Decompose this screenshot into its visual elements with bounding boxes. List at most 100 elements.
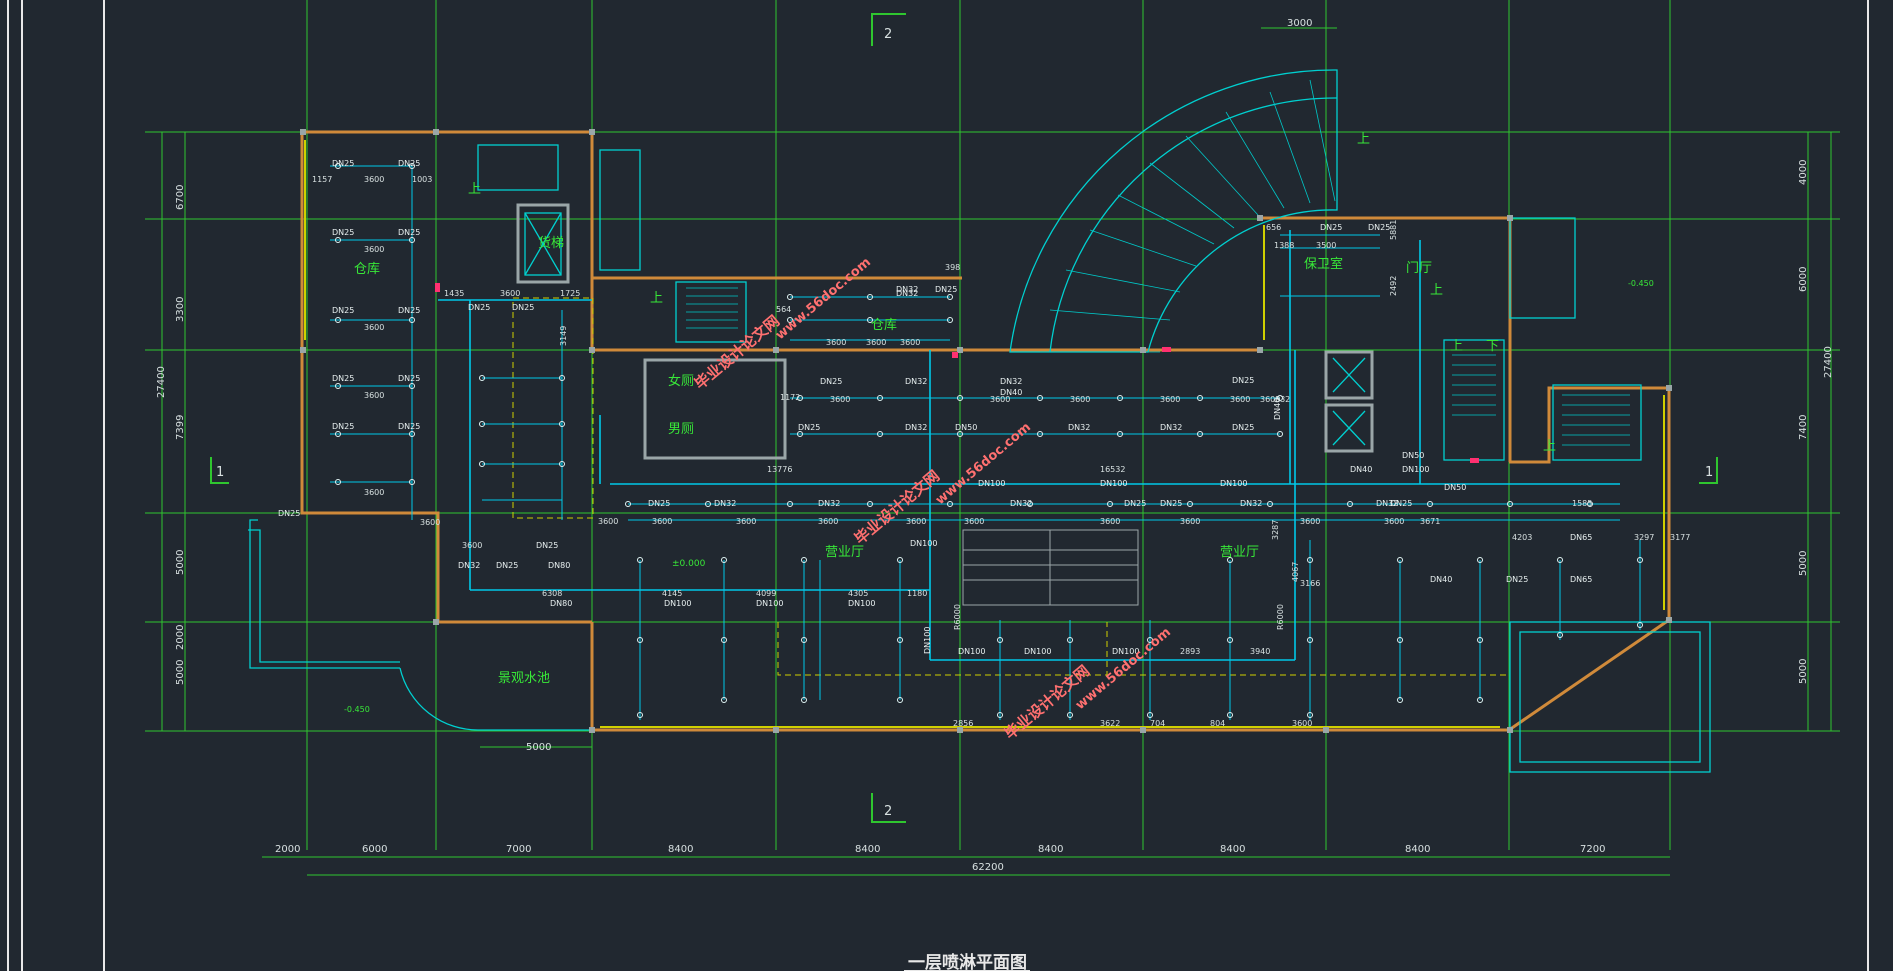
pipe-label-45: DN32 [905, 423, 927, 432]
pipe-label-61: DN25 [1160, 499, 1182, 508]
building-walls [300, 130, 1671, 732]
pipe-label-27: 3600 [826, 338, 846, 347]
pipe-label-59: DN32 [1010, 499, 1032, 508]
dim-bottom-8: 7200 [1580, 844, 1605, 855]
pipe-label-34: DN40 [1000, 388, 1022, 397]
pipe-label-60: DN25 [1124, 499, 1146, 508]
pipe-label-28: 3600 [866, 338, 886, 347]
pipe-label-120: DN25 [1506, 575, 1528, 584]
pipe-label-54: DN100 [1100, 479, 1127, 488]
dim-bottom-0: 2000 [275, 844, 300, 855]
window-lines [304, 140, 1665, 728]
dim-bottom-2: 7000 [506, 844, 531, 855]
cyan-structures [248, 69, 1711, 773]
pipe-label-57: DN32 [714, 499, 736, 508]
level-mark-2: -0.450 [344, 705, 370, 714]
pipe-label-76: 3671 [1420, 517, 1440, 526]
pipe-label-17: 1435 [444, 289, 464, 298]
pipe-label-71: 3600 [964, 517, 984, 526]
dim-bottom-6: 8400 [1220, 844, 1245, 855]
dim-bottom-1: 6000 [362, 844, 387, 855]
watermark-url-2: www.56doc.com [933, 420, 1034, 508]
room-sales-hall-1: 营业厅 [825, 545, 864, 560]
pipe-label-107: 3600 [1292, 719, 1312, 728]
pipe-label-69: 3600 [818, 517, 838, 526]
dim-pool: 5000 [526, 742, 551, 753]
pipe-label-116: DN100 [1402, 465, 1429, 474]
pipe-label-21: DN25 [512, 303, 534, 312]
pipe-label-110: DN25 [1368, 223, 1390, 232]
pipe-label-10: 3600 [364, 323, 384, 332]
pipe-label-75: 3600 [1384, 517, 1404, 526]
pipe-label-115: DN40 [1350, 465, 1372, 474]
watermarks: 毕业设计论文网 www.56doc.com 毕业设计论文网 www.56doc.… [691, 255, 1174, 743]
room-warehouse-1: 仓库 [354, 261, 380, 277]
pipe-label-14: DN25 [332, 422, 354, 431]
dim-right-total: 27400 [1823, 346, 1834, 378]
pipe-label-22: 3149 [559, 326, 568, 346]
drawing-title: 一层喷淋平面图 [908, 952, 1027, 971]
room-womens-wc: 女厕 [668, 373, 694, 389]
dim-right-3: 5000 [1798, 551, 1809, 576]
level-mark-3: -0.450 [1628, 279, 1654, 288]
pipe-label-51: 13776 [767, 465, 792, 474]
pipe-label-44: DN25 [798, 423, 820, 432]
pipe-label-114: 2492 [1389, 276, 1398, 296]
stair-treads [686, 79, 1630, 446]
pipe-label-67: 3600 [652, 517, 672, 526]
pipe-label-20: DN25 [468, 303, 490, 312]
pipe-label-7: 3600 [364, 245, 384, 254]
dim-left-total: 27400 [156, 366, 167, 398]
pipe-label-84: DN32 [458, 561, 480, 570]
pipe-label-15: DN25 [398, 422, 420, 431]
pipe-label-95: 1180 [907, 589, 927, 598]
pipe-label-33: DN32 [1000, 377, 1022, 386]
pipe-label-18: 3600 [500, 289, 520, 298]
pipe-label-8: DN25 [332, 306, 354, 315]
dim-left-1: 3300 [175, 297, 186, 322]
pipe-label-35: DN25 [1232, 376, 1254, 385]
pipe-label-26: 564 [776, 305, 791, 314]
stair-up-2: 上 [650, 291, 663, 306]
pipe-label-118: DN50 [1444, 483, 1466, 492]
stair-down: 下 [1486, 339, 1499, 354]
pipe-label-16: 3600 [364, 488, 384, 497]
pipe-label-121: DN65 [1570, 575, 1592, 584]
pipe-label-77: 4203 [1512, 533, 1532, 542]
sprinkler-heads [335, 163, 1643, 718]
stair-up-1: 上 [468, 182, 481, 197]
pipe-label-38: 3600 [990, 395, 1010, 404]
room-security: 保卫室 [1304, 256, 1343, 272]
pipe-label-23: DN32 [896, 289, 918, 298]
room-landscape-pool: 景观水池 [498, 671, 550, 686]
sprinkler-branches [330, 165, 1641, 720]
pipe-label-1: DN25 [398, 159, 420, 168]
pipe-label-55: DN100 [1220, 479, 1247, 488]
dim-right-2: 7400 [1798, 415, 1809, 440]
pipe-label-100: DN100 [1112, 647, 1139, 656]
pipe-label-66: 3600 [598, 517, 618, 526]
lift-walls [516, 203, 1374, 460]
pipe-label-4: 1003 [412, 175, 432, 184]
pipe-label-122: 4067 [1291, 562, 1300, 582]
stair-up-4: 上 [1450, 339, 1463, 354]
section-mark-2-bottom: 2 [884, 804, 892, 819]
pipe-label-123: 3166 [1300, 579, 1320, 588]
drawing-frame [7, 0, 1869, 971]
pipe-label-6: DN25 [398, 228, 420, 237]
dim-bottom-7: 8400 [1405, 844, 1430, 855]
pipe-label-30: 398 [945, 263, 960, 272]
pipe-label-74: 3600 [1300, 517, 1320, 526]
dim-right-4: 5000 [1798, 659, 1809, 684]
watermark-url-3: www.56doc.com [1073, 625, 1174, 713]
pipe-label-101: 2893 [1180, 647, 1200, 656]
pipe-label-96: DN100 [910, 539, 937, 548]
pipe-label-87: 6308 [542, 589, 562, 598]
pipe-label-3: 3600 [364, 175, 384, 184]
pipe-label-85: DN25 [496, 561, 518, 570]
pipe-label-65: 1585 [1572, 499, 1592, 508]
dim-left-4: 2000 [175, 625, 186, 650]
